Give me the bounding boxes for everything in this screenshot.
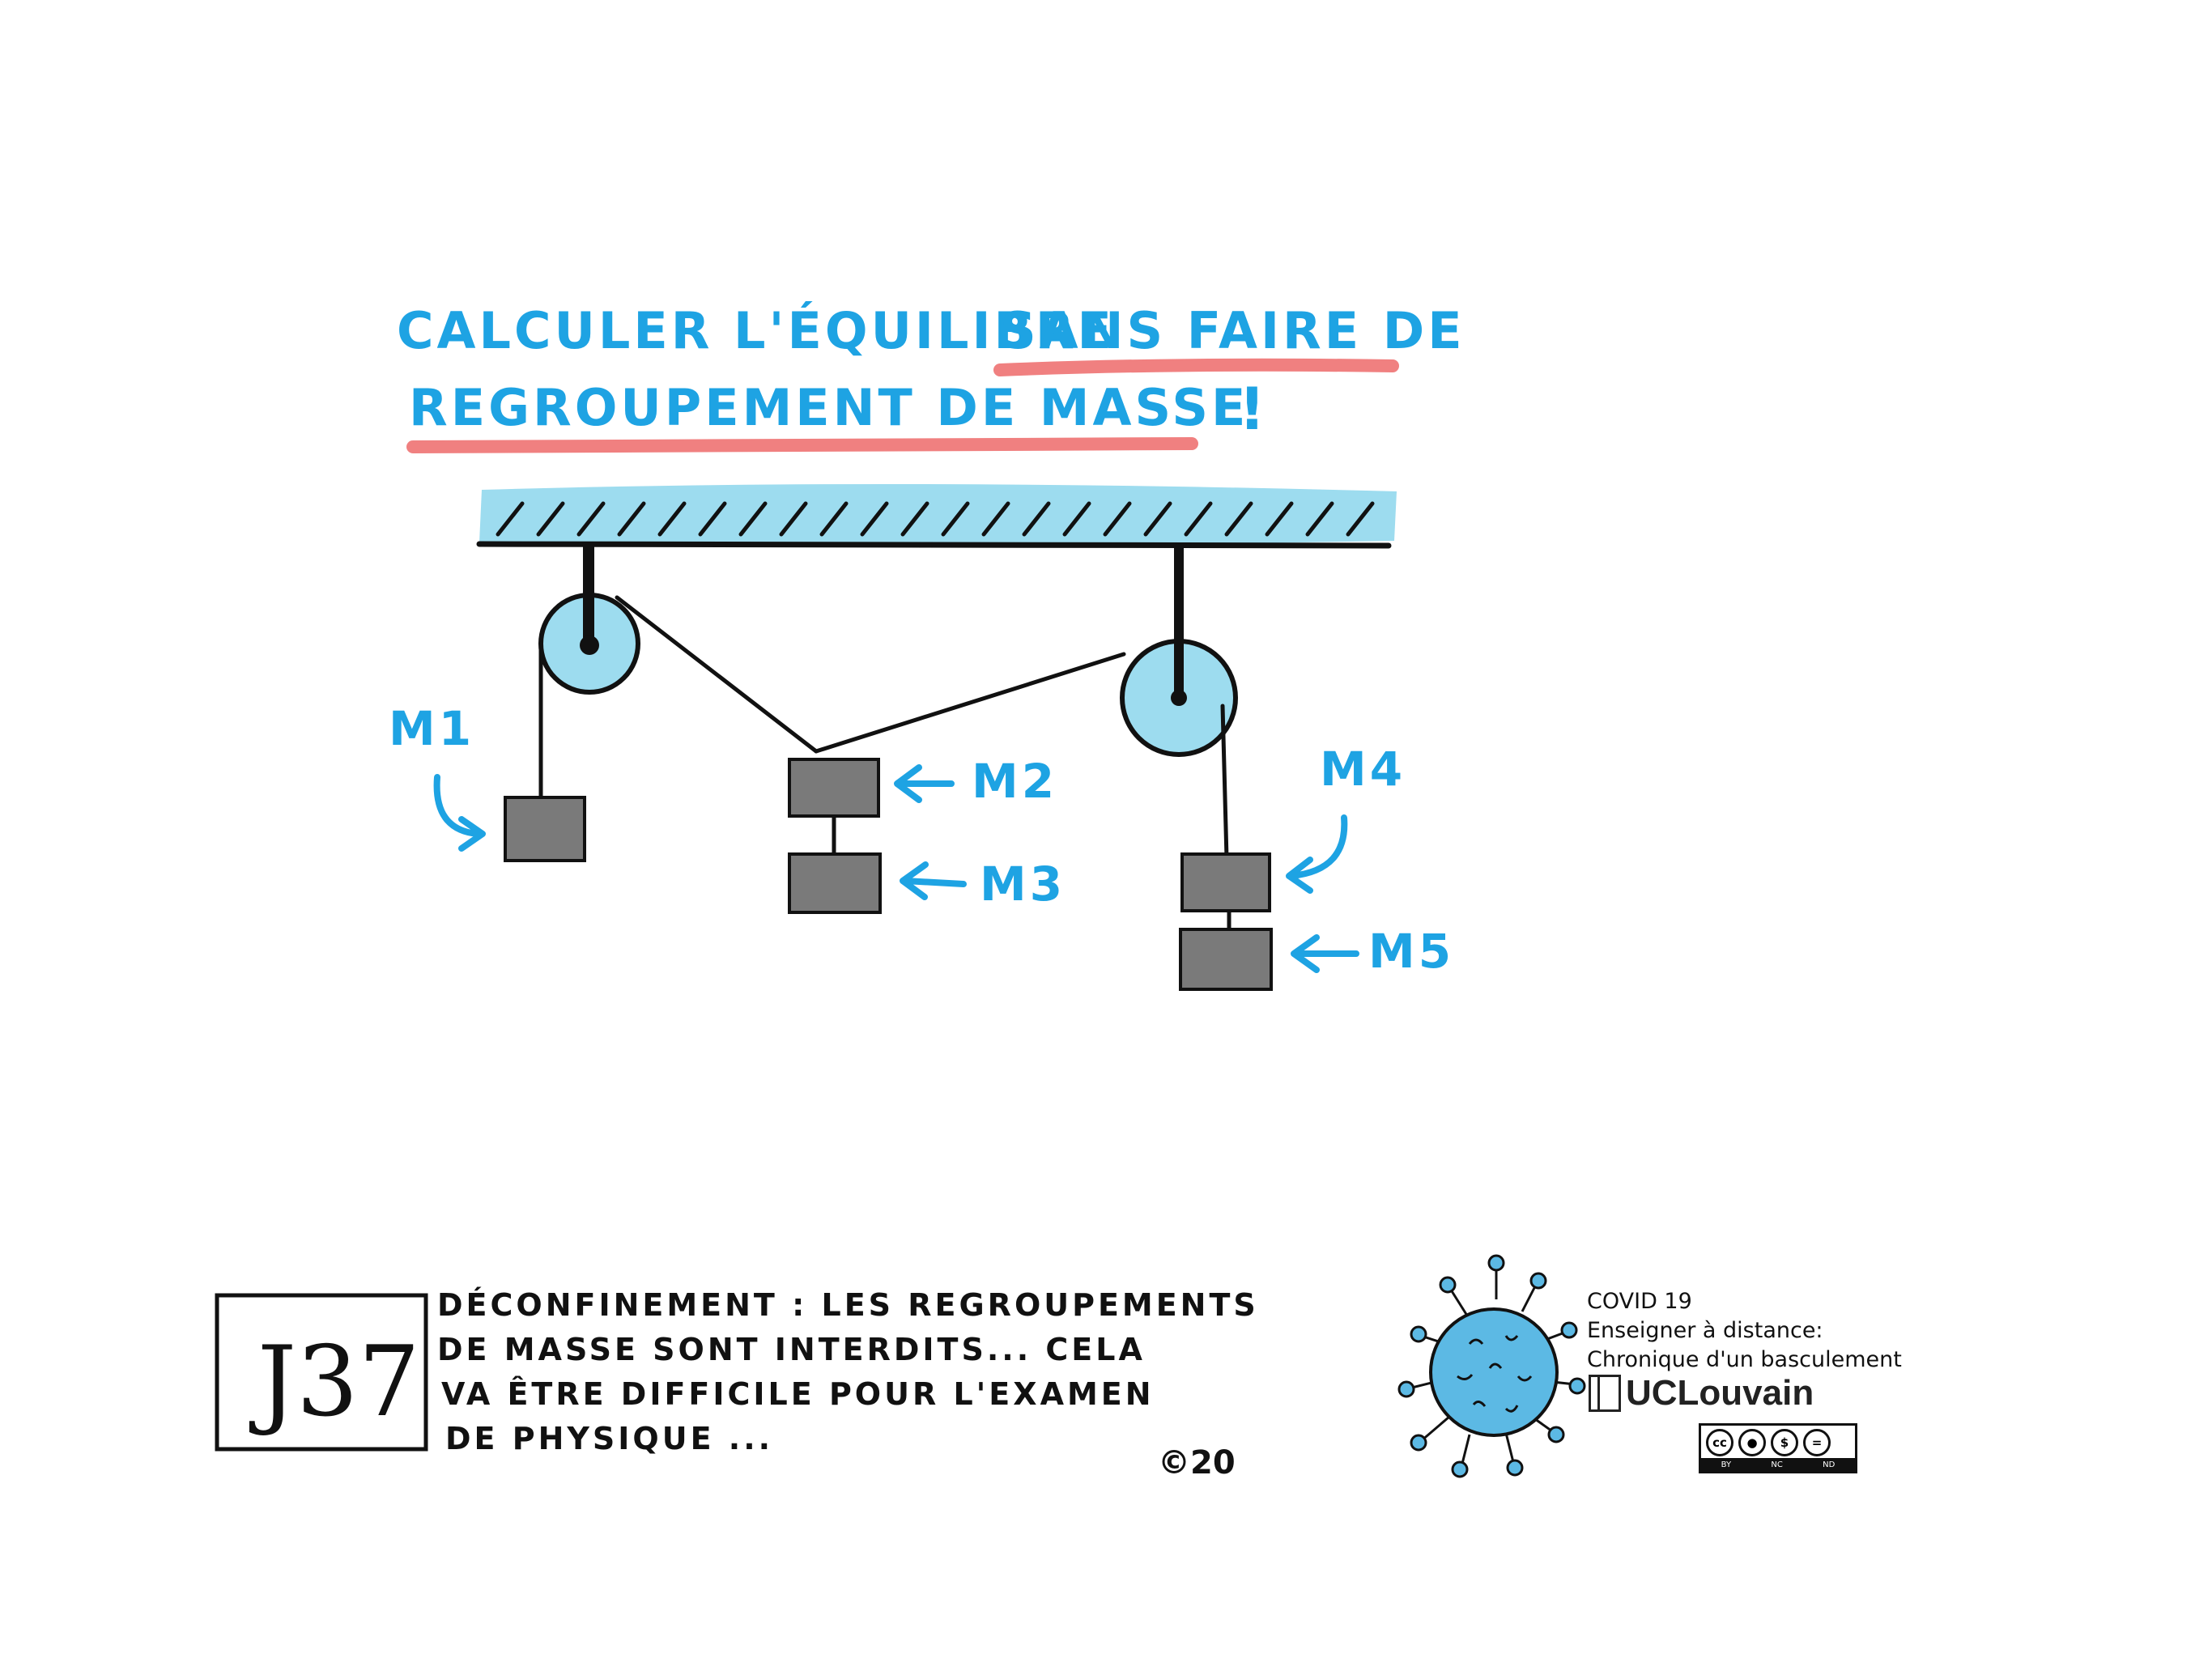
title-line2-part2: !: [1239, 375, 1269, 443]
label-m3: M3: [980, 857, 1066, 912]
arrow-m3-icon: [900, 861, 967, 900]
highlight-underline-sans-faire: [993, 358, 1399, 376]
signature: ©20: [1158, 1444, 1236, 1482]
course-info: COVID 19 Enseigner à distance: Chronique…: [1587, 1287, 1902, 1375]
uclouvain-logo: UCLouvain: [1589, 1373, 1814, 1414]
license-labels: BY NC ND: [1701, 1458, 1855, 1471]
arrow-m5-icon: [1291, 934, 1359, 973]
caption-line-4: DE PHYSIQUE ...: [445, 1421, 773, 1456]
license-label-nc: NC: [1771, 1460, 1783, 1469]
pulley-right-hanger: [1174, 544, 1184, 696]
mass-m5-block: [1179, 928, 1273, 991]
ceiling-line: [476, 541, 1392, 549]
highlight-underline-regroupement: [406, 437, 1198, 453]
mass-m2-block: [788, 758, 880, 818]
mass-m1-block: [504, 796, 586, 862]
license-label-by: BY: [1721, 1460, 1732, 1469]
license-badge: cc ● $ = BY NC ND: [1699, 1423, 1857, 1473]
ceiling-fill: [479, 483, 1397, 546]
arrow-m2-icon: [894, 764, 955, 803]
day-box: [215, 1293, 428, 1452]
uclouvain-logo-icon: [1589, 1375, 1621, 1412]
label-m5: M5: [1368, 924, 1454, 979]
nc-dollar-icon: $: [1771, 1429, 1798, 1456]
title-line2-part1: REGROUPEMENT DE MASSE: [409, 378, 1249, 437]
info-line-2: Enseigner à distance:: [1587, 1318, 1823, 1343]
pulley-right-axle: [1171, 690, 1187, 706]
mass-m3-block: [788, 852, 882, 914]
ceiling-hatching: [496, 501, 1375, 537]
ropes: [538, 595, 1231, 932]
caption-line-1: DÉCONFINEMENT : LES REGROUPEMENTS: [437, 1287, 1259, 1323]
virus-icon: [1397, 1254, 1586, 1478]
pulley-left-hanger: [583, 544, 594, 645]
title-line1-part2: SANS FAIRE DE: [1000, 301, 1465, 360]
label-m2: M2: [972, 754, 1057, 809]
by-person-icon: ●: [1738, 1429, 1766, 1456]
info-line-1: COVID 19: [1587, 1289, 1692, 1314]
label-m1: M1: [389, 701, 474, 756]
info-line-3: Chronique d'un basculement: [1587, 1347, 1902, 1372]
nd-equals-icon: =: [1803, 1429, 1831, 1456]
arrow-m1-icon: [433, 774, 486, 852]
label-m4: M4: [1320, 742, 1406, 797]
mass-m4-block: [1180, 852, 1271, 912]
pulley-left-axle: [580, 636, 599, 655]
title-line1-part1: CALCULER L'ÉQUILIBRE: [397, 301, 1115, 360]
day-label: J37: [249, 1326, 420, 1439]
uclouvain-logo-text: UCLouvain: [1626, 1373, 1814, 1413]
caption-line-3: VA ÊTRE DIFFICILE POUR L'EXAMEN: [441, 1376, 1155, 1412]
arrow-m4-icon: [1286, 814, 1348, 894]
caption-line-2: DE MASSE SONT INTERDITS... CELA: [437, 1332, 1146, 1367]
license-label-nd: ND: [1823, 1460, 1836, 1469]
cc-icon: cc: [1706, 1429, 1733, 1456]
